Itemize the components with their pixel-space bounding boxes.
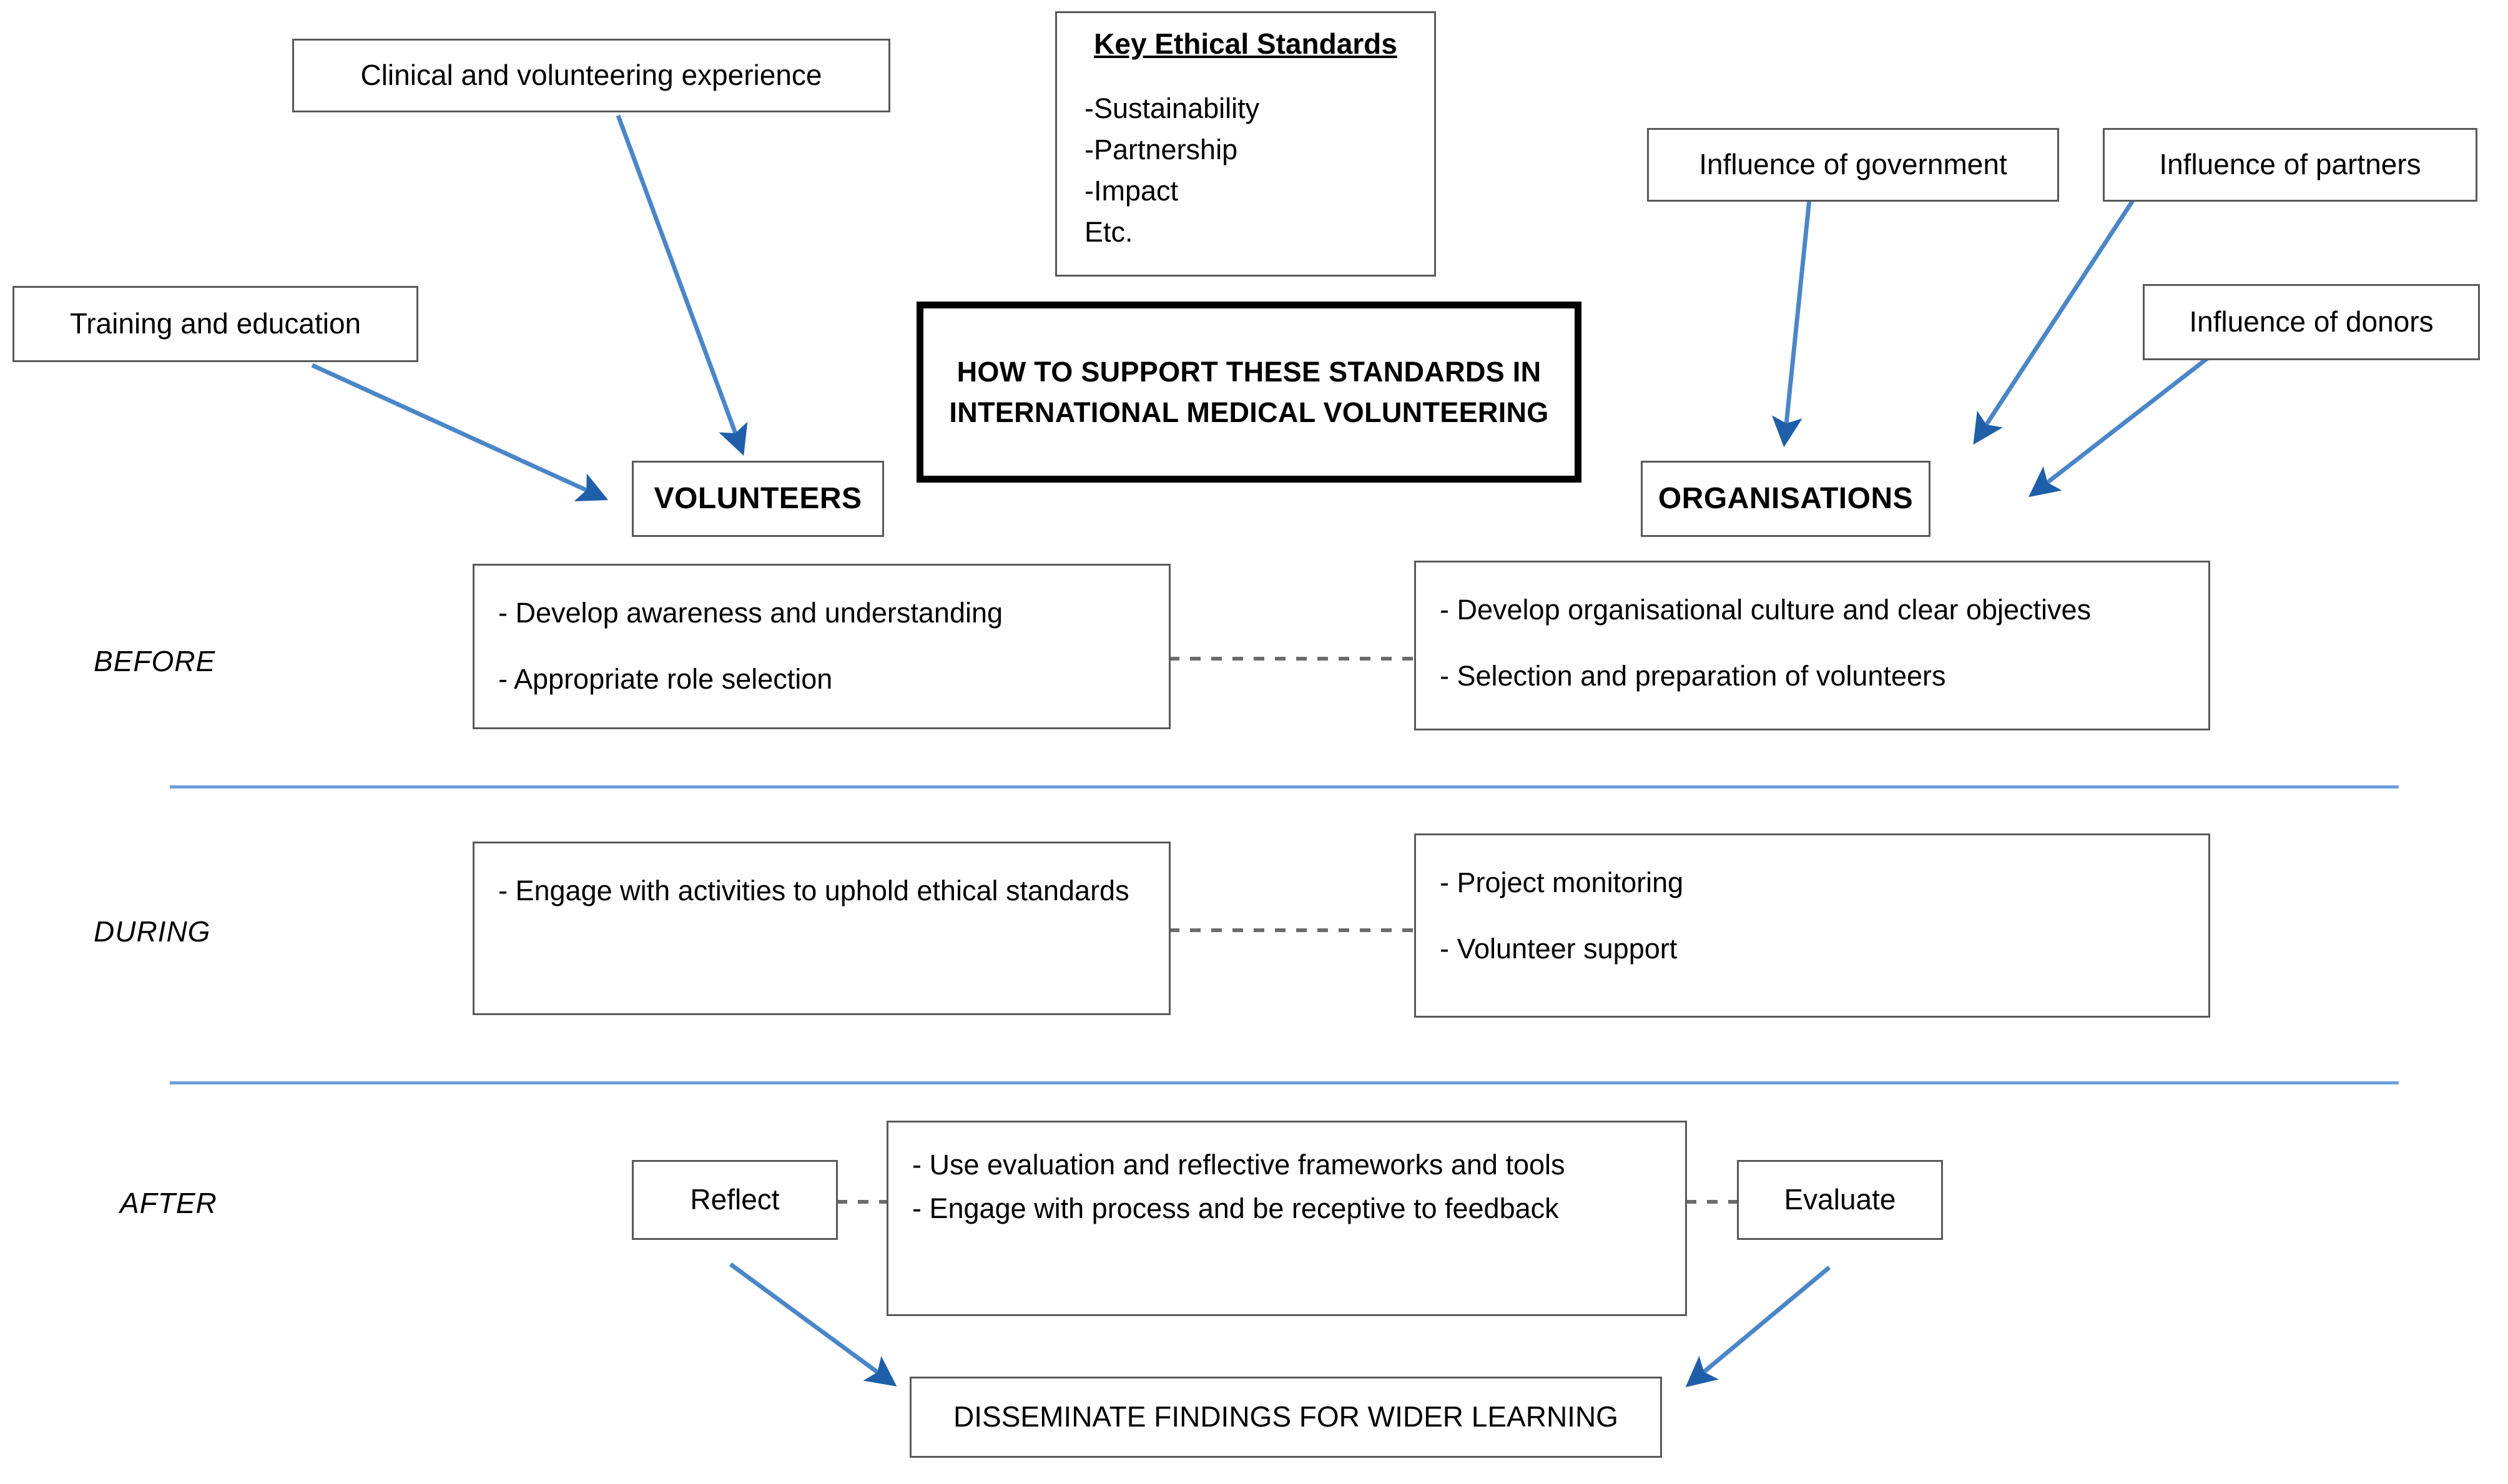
arrow-reflect-to-disseminate — [729, 1262, 897, 1387]
arrow-partners-to-organisations — [1973, 186, 2143, 445]
phase-label-before: BEFORE — [94, 645, 216, 677]
phase-label-after: AFTER — [120, 1187, 217, 1219]
reflect-label: Reflect — [690, 1183, 780, 1216]
input-box-training-education[interactable]: Training and education — [12, 286, 418, 362]
actor-box-volunteers[interactable]: VOLUNTEERS — [632, 461, 884, 537]
bullet-item: - Develop awareness and understanding — [498, 597, 1003, 629]
divider-during-after — [170, 1081, 2399, 1084]
arrow-evaluate-to-disseminate — [1685, 1265, 1831, 1388]
standards-panel-title: Key Ethical Standards — [1094, 27, 1397, 60]
bullet-item: - Selection and preparation of volunteer… — [1440, 660, 1946, 692]
divider-before-during — [170, 785, 2399, 789]
before-volunteers-box[interactable]: - Develop awareness and understanding - … — [473, 564, 1171, 729]
standards-item: -Partnership — [1084, 134, 1238, 166]
standards-item: -Impact — [1084, 175, 1179, 207]
bullet-item: - Volunteer support — [1440, 933, 1678, 965]
after-evaluate-box[interactable]: Evaluate — [1737, 1160, 1943, 1240]
bullet-item: - Engage with process and be receptive t… — [912, 1192, 1559, 1225]
actor-box-organisations[interactable]: ORGANISATIONS — [1641, 461, 1930, 537]
outcome-box-disseminate[interactable]: DISSEMINATE FINDINGS FOR WIDER LEARNING — [910, 1377, 1662, 1458]
input-box-label: Influence of government — [1699, 148, 2007, 181]
input-box-label: Influence of donors — [2189, 305, 2434, 338]
standards-item: -Sustainability — [1084, 92, 1260, 124]
phase-label-during: DURING — [94, 915, 211, 948]
page-title: HOW TO SUPPORT THESE STANDARDS IN INTERN… — [949, 355, 1549, 428]
input-box-influence-government[interactable]: Influence of government — [1647, 128, 2059, 202]
after-actions-box[interactable]: - Use evaluation and reflective framewor… — [887, 1121, 1687, 1316]
outcome-label: DISSEMINATE FINDINGS FOR WIDER LEARNING — [953, 1400, 1618, 1433]
during-volunteers-box[interactable]: - Engage with activities to uphold ethic… — [473, 842, 1171, 1015]
before-organisations-box[interactable]: - Develop organisational culture and cle… — [1414, 561, 2210, 730]
bullet-item: - Project monitoring — [1440, 867, 1684, 898]
after-reflect-box[interactable]: Reflect — [632, 1160, 838, 1240]
arrow-training-to-volunteers — [311, 363, 609, 502]
input-box-clinical-experience[interactable]: Clinical and volunteering experience — [292, 39, 890, 112]
arrow-experience-to-volunteers — [616, 114, 748, 456]
center-title-box: HOW TO SUPPORT THESE STANDARDS IN INTERN… — [917, 302, 1581, 483]
actor-label: VOLUNTEERS — [654, 482, 862, 515]
input-box-label: Influence of partners — [2159, 148, 2421, 181]
bullet-item: - Develop organisational culture and cle… — [1440, 594, 2092, 626]
input-box-influence-donors[interactable]: Influence of donors — [2143, 284, 2480, 360]
standards-item: Etc. — [1084, 216, 1133, 248]
evaluate-label: Evaluate — [1784, 1183, 1896, 1216]
bullet-item: - Use evaluation and reflective framewor… — [912, 1149, 1565, 1181]
arrow-donors-to-organisations — [2028, 345, 2225, 498]
input-box-label: Clinical and volunteering experience — [360, 59, 822, 92]
bullet-item: - Engage with activities to uphold ethic… — [498, 875, 1129, 907]
bullet-item: - Appropriate role selection — [498, 663, 833, 695]
input-box-influence-partners[interactable]: Influence of partners — [2103, 128, 2477, 202]
during-organisations-box[interactable]: - Project monitoring - Volunteer support — [1414, 833, 2210, 1018]
actor-label: ORGANISATIONS — [1658, 482, 1914, 515]
arrow-government-to-organisations — [1771, 187, 1813, 448]
input-box-label: Training and education — [69, 307, 361, 340]
key-ethical-standards-panel: Key Ethical Standards -Sustainability -P… — [1055, 11, 1436, 277]
